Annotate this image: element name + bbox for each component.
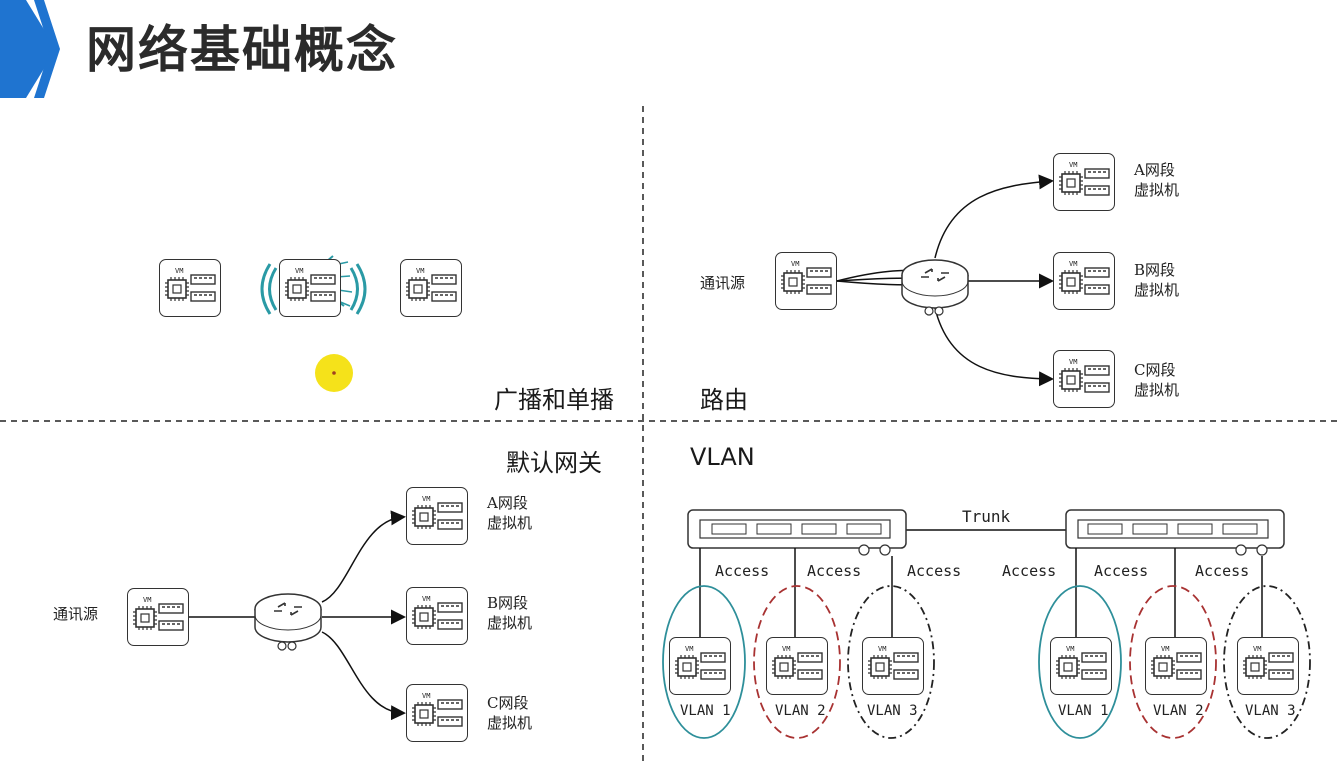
cursor-highlight-icon [315,354,353,392]
gateway-target-a-label: A网段虚拟机 [487,494,533,532]
vm-chip-icon: VM [1056,645,1107,680]
vlan2-label-right: VLAN 2 [1153,703,1204,719]
vm-node-vlan1-left: VM [669,637,731,695]
vm-chip-icon: VM [412,595,463,630]
vlan2-boundary-right [1129,585,1217,739]
routing-source-label: 通讯源 [700,274,746,292]
vm-node-broadcast-right: VM [400,259,462,317]
routing-target-b-label: B网段虚拟机 [1134,261,1180,299]
svg-text:VM: VM [1253,645,1261,653]
svg-text:VM: VM [878,645,886,653]
access-links [699,548,1263,637]
access-label: Access [1195,562,1250,580]
vm-node-vlan2-left: VM [766,637,828,695]
svg-text:VM: VM [422,692,430,700]
svg-text:VM: VM [791,260,799,268]
access-label: Access [715,562,770,580]
access-label: Access [907,562,962,580]
svg-text:VM: VM [175,267,183,275]
svg-text:VM: VM [1066,645,1074,653]
vm-node-vlan3-left: VM [862,637,924,695]
vm-chip-icon: VM [412,495,463,530]
vlan3-label-left: VLAN 3 [867,703,918,719]
vlan-groups [662,585,1311,739]
vlan3-label-right: VLAN 3 [1245,703,1296,719]
gateway-source-label: 通讯源 [53,605,99,623]
svg-text:VM: VM [685,645,693,653]
vm-node-gateway-b: VM [406,587,468,645]
vm-chip-icon: VM [133,596,184,631]
vm-chip-icon: VM [1059,161,1110,196]
vm-node-vlan1-right: VM [1050,637,1112,695]
routing-target-c-label: C网段虚拟机 [1134,361,1180,399]
svg-text:VM: VM [1161,645,1169,653]
vlan3-boundary-left [847,585,935,739]
vm-node-vlan3-right: VM [1237,637,1299,695]
vlan1-boundary-left [662,585,746,739]
gateway-router-icon [254,593,322,651]
label-broadcast-unicast: 广播和单播 [494,386,614,414]
header-chevron-icon [0,0,60,98]
vlan1-boundary-right [1038,585,1122,739]
svg-text:VM: VM [416,267,424,275]
vm-chip-icon: VM [1059,358,1110,393]
vm-chip-icon: VM [1059,260,1110,295]
svg-text:VM: VM [422,595,430,603]
access-label: Access [807,562,862,580]
access-label: Access [1002,562,1057,580]
access-label: Access [1094,562,1149,580]
page-title: 网络基础概念 [86,21,398,79]
vm-node-vlan2-right: VM [1145,637,1207,695]
svg-text:VM: VM [1069,260,1077,268]
svg-text:VM: VM [782,645,790,653]
vlan1-label-left: VLAN 1 [680,703,731,719]
vlan2-label-left: VLAN 2 [775,703,826,719]
vm-node-broadcast-center: VM [279,259,341,317]
vm-chip-icon: VM [406,267,457,302]
vlan1-label-right: VLAN 1 [1058,703,1109,719]
gateway-links [189,510,406,721]
gateway-target-b-label: B网段虚拟机 [487,594,533,632]
label-default-gateway: 默认网关 [506,449,602,477]
vm-chip-icon: VM [781,260,832,295]
switch-icon-left [687,509,907,556]
vm-chip-icon: VM [772,645,823,680]
router-icon [901,259,969,316]
vm-chip-icon: VM [412,692,463,727]
vm-node-gateway-c: VM [406,684,468,742]
vm-chip-icon: VM [285,267,336,302]
vlan3-boundary-right [1223,585,1311,739]
trunk-label: Trunk [962,507,1011,526]
vm-node-broadcast-left: VM [159,259,221,317]
vm-node-routing-b: VM [1053,252,1115,310]
vm-node-gateway-a: VM [406,487,468,545]
vm-chip-icon: VM [1243,645,1294,680]
label-vlan: VLAN [690,443,755,471]
routing-target-a-label: A网段虚拟机 [1134,161,1180,199]
gateway-target-c-label: C网段虚拟机 [487,694,533,732]
vm-node-routing-a: VM [1053,153,1115,211]
switch-icon-right [1065,509,1285,556]
vm-chip-icon: VM [675,645,726,680]
vm-chip-icon: VM [165,267,216,302]
vm-node-gateway-source: VM [127,588,189,646]
svg-text:VM: VM [143,596,151,604]
svg-text:VM: VM [295,267,303,275]
vm-node-routing-c: VM [1053,350,1115,408]
svg-text:VM: VM [1069,358,1077,366]
svg-text:VM: VM [422,495,430,503]
vm-chip-icon: VM [1151,645,1202,680]
label-routing: 路由 [700,386,748,414]
vm-node-routing-source: VM [775,252,837,310]
vm-chip-icon: VM [868,645,919,680]
vlan2-boundary-left [753,585,841,739]
svg-text:VM: VM [1069,161,1077,169]
